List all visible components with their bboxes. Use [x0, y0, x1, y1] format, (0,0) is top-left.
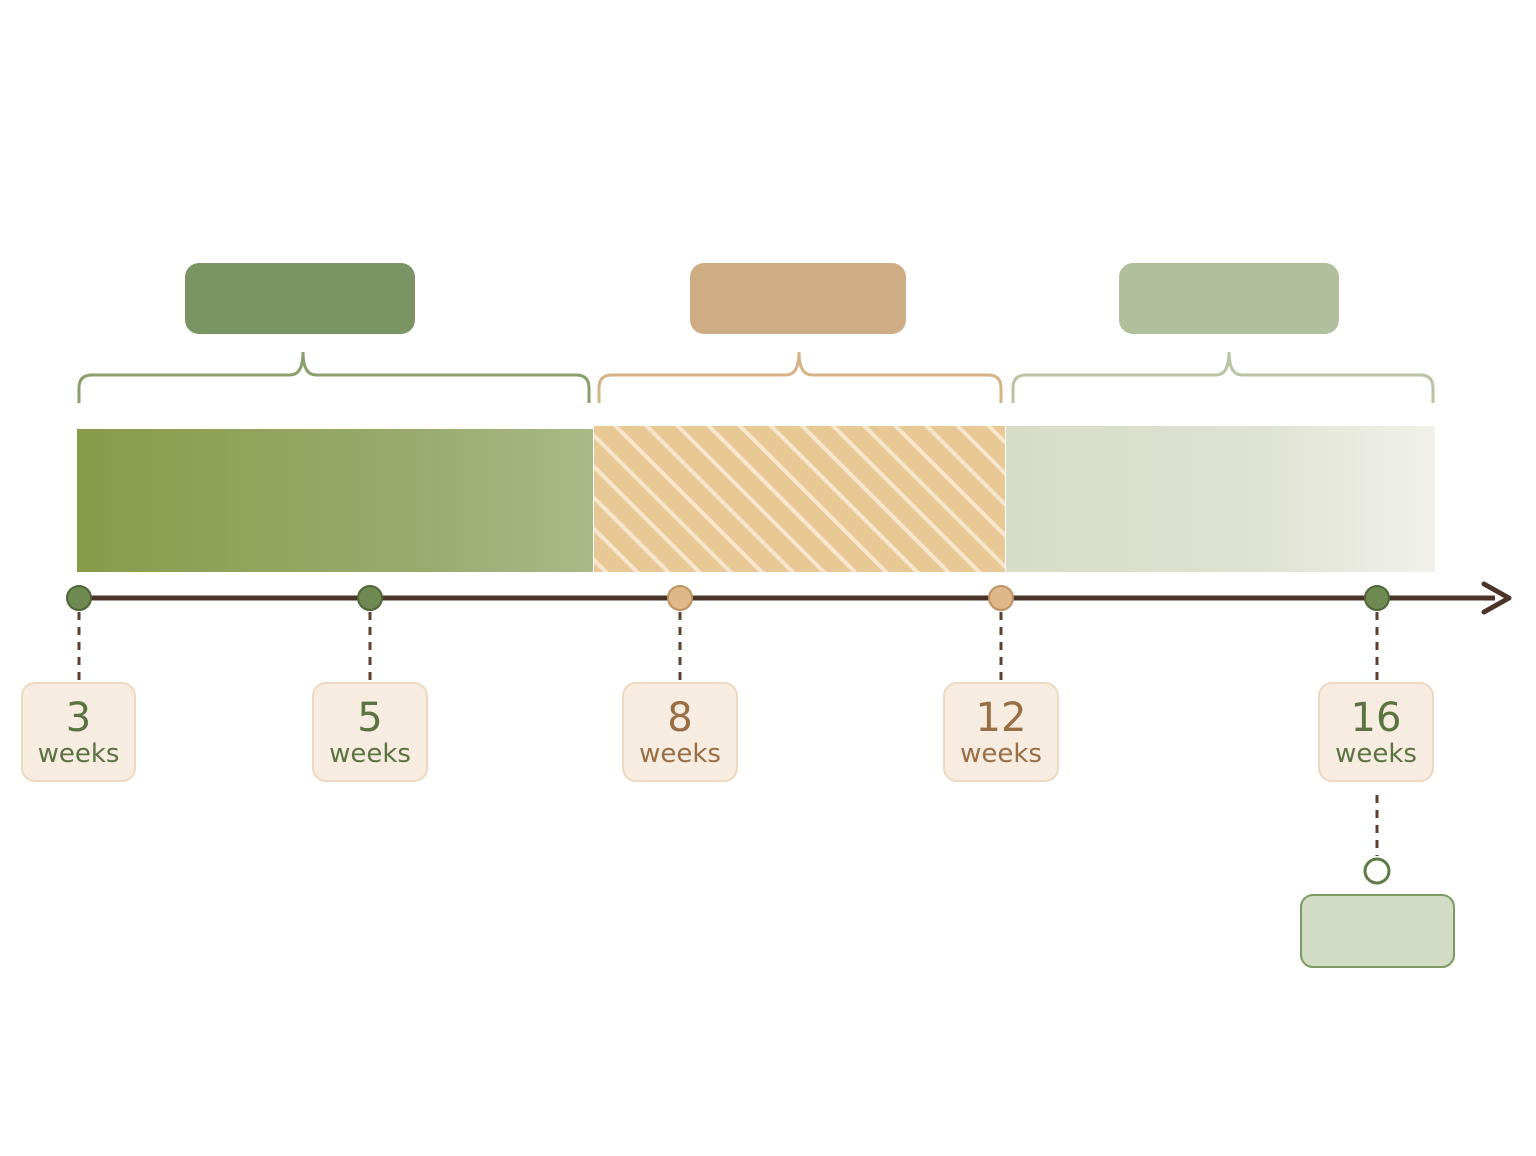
milestone-value: 16 — [1350, 695, 1402, 741]
phase-bar-1 — [77, 429, 593, 572]
milestone-value: 3 — [65, 695, 92, 741]
phase-header-1 — [185, 263, 415, 334]
phase-brace-3 — [1011, 351, 1435, 403]
milestone-dot-1 — [66, 585, 92, 611]
milestone-unit: weeks — [960, 739, 1042, 769]
milestone-unit: weeks — [329, 739, 411, 769]
outcome-node — [1363, 857, 1391, 885]
phase-bar-3 — [1006, 426, 1435, 572]
milestone-dot-5 — [1364, 585, 1390, 611]
milestone-unit: weeks — [639, 739, 721, 769]
milestone-dot-3 — [667, 585, 693, 611]
milestone-value: 12 — [975, 695, 1027, 741]
phase-brace-1 — [77, 351, 591, 403]
milestone-label-1: 3 weeks — [21, 682, 136, 782]
milestone-label-2: 5 weeks — [312, 682, 428, 782]
milestone-unit: weeks — [1335, 739, 1417, 769]
milestone-value: 8 — [667, 695, 693, 741]
phase-brace-2 — [597, 351, 1003, 403]
milestone-dot-4 — [988, 585, 1014, 611]
axis-arrow-head — [1481, 581, 1512, 615]
phase-header-2 — [690, 263, 906, 334]
outcome-box — [1300, 894, 1455, 968]
milestone-unit: weeks — [37, 739, 120, 769]
milestone-label-4: 12 weeks — [943, 682, 1059, 782]
phase-bar-2 — [594, 426, 1005, 572]
milestone-label-5: 16 weeks — [1318, 682, 1434, 782]
phase-header-3 — [1119, 263, 1339, 334]
milestone-label-3: 8 weeks — [622, 682, 738, 782]
milestone-value: 5 — [357, 695, 383, 741]
milestone-dot-2 — [357, 585, 383, 611]
